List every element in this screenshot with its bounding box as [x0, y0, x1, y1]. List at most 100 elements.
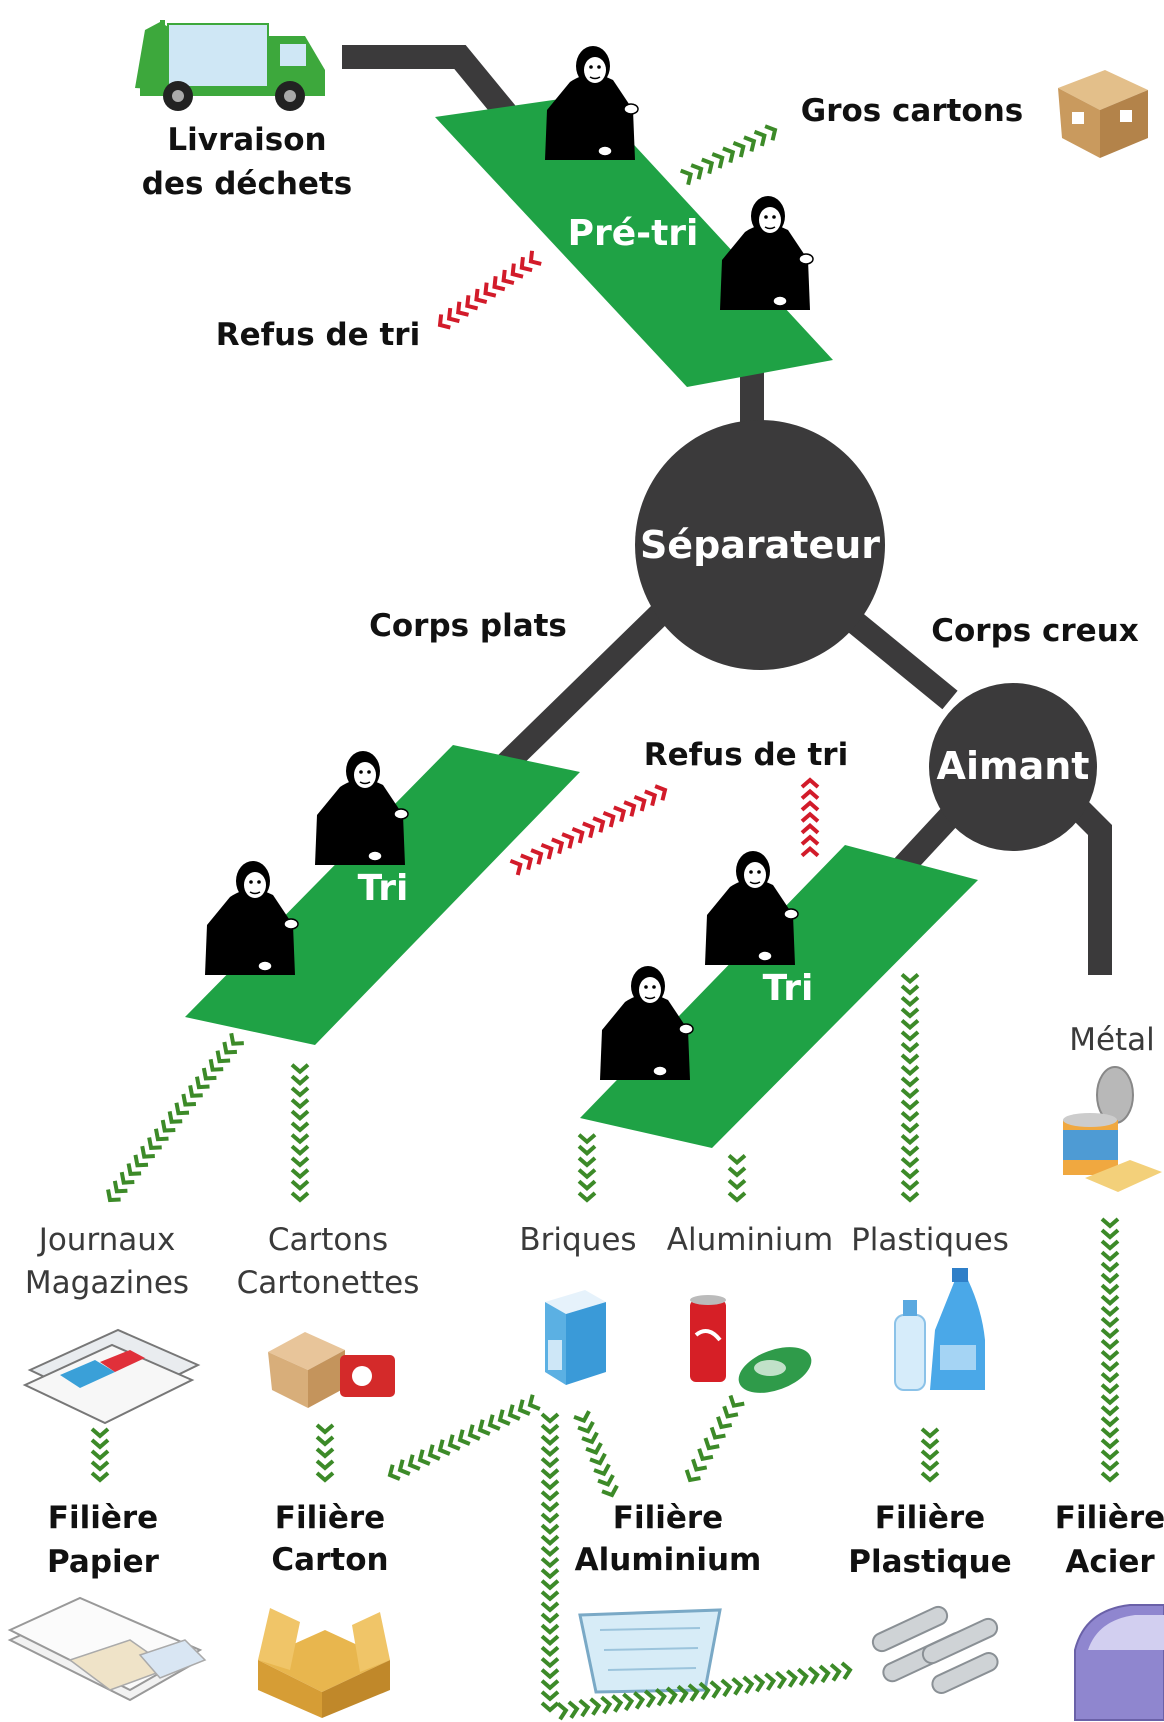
- chevron-arrow-icon: [1100, 1338, 1120, 1351]
- chevron-arrow-icon: [1100, 1283, 1120, 1295]
- chevron-arrow-icon: [900, 1110, 920, 1123]
- chevron-arrow-icon: [900, 1053, 920, 1065]
- chevron-arrow-icon: [578, 1698, 591, 1718]
- chevron-arrow-icon: [407, 1454, 421, 1471]
- chevron-arrow-icon: [900, 1076, 920, 1088]
- chevron-arrow-icon: [577, 1179, 597, 1191]
- chevron-arrow-icon: [147, 1137, 162, 1150]
- chevron-arrow-icon: [900, 1064, 920, 1077]
- chevron-arrow-icon: [530, 848, 544, 865]
- chevron-arrow-icon: [540, 1579, 560, 1591]
- chevron-arrow-icon: [215, 1050, 231, 1064]
- worker-icon: [544, 45, 639, 160]
- worker-icon: [704, 850, 799, 965]
- chevron-arrow-icon: [900, 1179, 920, 1192]
- arrow-cartons-to-carton: [315, 1423, 335, 1483]
- chevron-arrow-icon: [528, 250, 542, 266]
- chevron-arrow-icon: [900, 1041, 920, 1054]
- car-door-icon: [1074, 1604, 1164, 1721]
- arrow-to-cartons: [290, 1063, 310, 1203]
- arrow-to-briques: [577, 1133, 597, 1203]
- filiere-plastique-2: Plastique: [848, 1544, 1011, 1580]
- chevron-arrow-icon: [581, 1431, 599, 1445]
- chevron-arrow-icon: [540, 1612, 560, 1624]
- chevron-arrow-icon: [540, 1690, 560, 1702]
- arrow-briques-to-plastique-output: [556, 1661, 853, 1721]
- aluminium-tray-icon: [578, 1608, 722, 1694]
- chevron-arrow-icon: [90, 1427, 110, 1439]
- chevron-arrow-icon: [753, 129, 767, 147]
- arrow-briques-to-aluminium: [573, 1410, 619, 1498]
- chevron-arrow-icon: [315, 1423, 335, 1435]
- filiere-alu-2: Aluminium: [575, 1542, 762, 1578]
- filiere-papier-2: Papier: [47, 1544, 160, 1580]
- arrow-to-aluminium: [727, 1153, 747, 1203]
- worker-icon: [719, 195, 814, 310]
- chevron-arrow-icon: [519, 256, 533, 273]
- chevron-arrow-icon: [900, 1133, 920, 1146]
- chevron-arrow-icon: [540, 1445, 560, 1458]
- chevron-arrow-icon: [483, 282, 497, 298]
- worker-icon: [314, 750, 409, 865]
- chevron-arrow-icon: [654, 784, 668, 801]
- filiere-acier-1: Filière: [1055, 1500, 1164, 1536]
- chevron-arrow-icon: [1100, 1394, 1120, 1406]
- chevron-arrow-icon: [840, 1661, 853, 1680]
- chevron-arrow-icon: [1100, 1261, 1120, 1273]
- chevron-arrow-icon: [732, 141, 746, 158]
- chevron-arrow-icon: [540, 1701, 560, 1713]
- chevron-arrow-icon: [920, 1471, 940, 1483]
- chevron-arrow-icon: [520, 853, 534, 871]
- chevron-arrow-icon: [106, 1189, 121, 1203]
- chevron-arrow-icon: [540, 1512, 560, 1524]
- chevron-arrow-icon: [701, 157, 715, 175]
- chevron-arrow-icon: [540, 1434, 560, 1446]
- chevron-arrow-icon: [731, 1677, 744, 1696]
- chevron-arrow-icon: [174, 1102, 190, 1116]
- arrow-to-plastiques: [900, 972, 920, 1203]
- flow-arrows: [90, 124, 1120, 1721]
- arrow-briques-down: [540, 1412, 560, 1713]
- chevron-arrow-icon: [457, 1429, 471, 1446]
- chevron-arrow-icon: [90, 1460, 110, 1472]
- chevron-arrow-icon: [160, 1119, 176, 1133]
- chevron-arrow-icon: [447, 1434, 461, 1451]
- plastic-bottle-icon: [894, 1268, 985, 1391]
- flat-bodies-label: Corps plats: [369, 608, 567, 644]
- chevron-arrow-icon: [290, 1168, 310, 1180]
- chevron-arrow-icon: [613, 805, 627, 823]
- chevron-arrow-icon: [540, 1545, 560, 1558]
- chevron-arrow-icon: [167, 1110, 183, 1124]
- chevron-arrow-icon: [1100, 1228, 1120, 1240]
- chevron-arrow-icon: [194, 1076, 210, 1090]
- reject-label-top: Refus de tri: [216, 317, 420, 353]
- chevron-arrow-icon: [764, 1672, 777, 1691]
- chevron-arrow-icon: [786, 1669, 799, 1688]
- chevron-arrow-icon: [711, 152, 725, 169]
- chevron-arrow-icon: [679, 168, 693, 186]
- chevron-arrow-icon: [829, 1663, 842, 1682]
- chevron-arrow-icon: [201, 1067, 217, 1081]
- chevron-arrow-icon: [900, 984, 920, 996]
- chevron-arrow-icon: [507, 1404, 521, 1421]
- arrow-plastiques-to-filiere: [920, 1427, 940, 1483]
- tri-belt-left-label: Tri: [358, 868, 409, 909]
- material-cartonettes: Cartonettes: [237, 1265, 420, 1301]
- chevron-arrow-icon: [1100, 1272, 1120, 1284]
- filiere-carton-1: Filière: [275, 1500, 385, 1536]
- arrow-metal-to-acier: [1100, 1217, 1120, 1483]
- chevron-arrow-icon: [818, 1664, 831, 1684]
- chevron-arrow-icon: [900, 1156, 920, 1169]
- chevron-arrow-icon: [800, 800, 820, 812]
- chevron-arrow-icon: [477, 1419, 491, 1436]
- chevron-arrow-icon: [140, 1145, 155, 1159]
- chevron-arrow-icon: [1100, 1361, 1120, 1373]
- chevron-arrow-icon: [90, 1471, 110, 1483]
- chevron-arrow-icon: [709, 1680, 722, 1699]
- chevron-arrow-icon: [437, 1439, 451, 1456]
- material-metal: Métal: [1069, 1022, 1155, 1058]
- chevron-arrow-icon: [487, 1414, 501, 1431]
- chevron-arrow-icon: [800, 788, 820, 800]
- filiere-acier-2: Acier: [1065, 1544, 1155, 1580]
